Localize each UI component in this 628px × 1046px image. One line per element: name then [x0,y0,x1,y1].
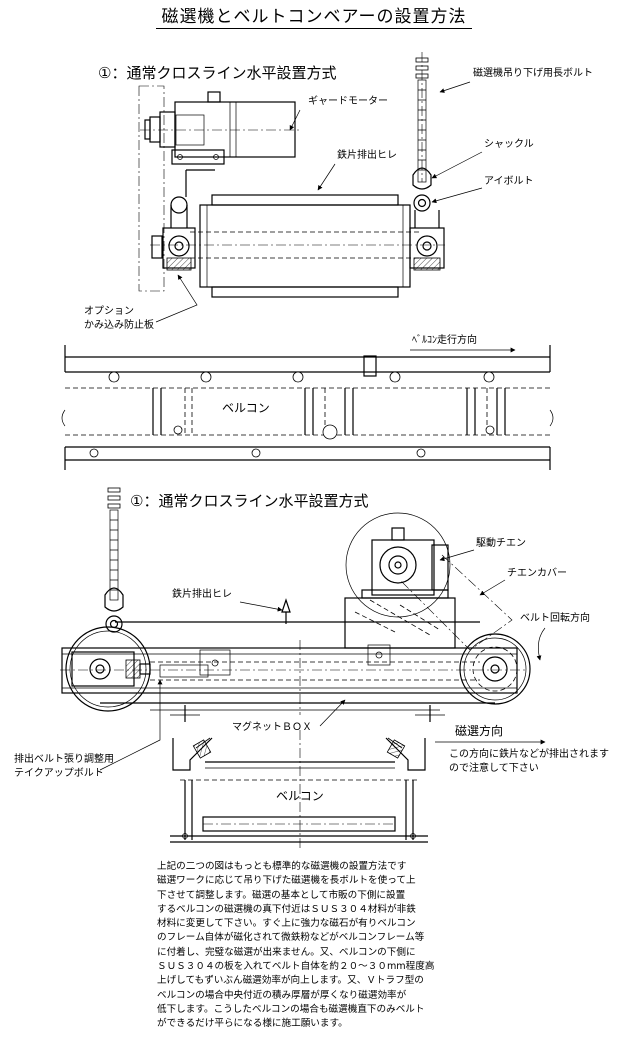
note-line: のフレーム自体が磁化されて微鉄粉などがベルコンフレーム等 [157,932,425,944]
takeup-label-2: テイクアップボルト [14,767,104,779]
option-label-2: かみ込み防止板 [84,318,154,331]
left-bearing-block [151,196,196,271]
motor-label: ギャードモーター [308,95,388,107]
magnet-box-label: マグネットＢＯＸ [232,720,312,733]
diagram-side-view: ①：通常クロスライン水平設置方式 [14,487,609,848]
note-line: 材料に変更して下さい。すぐ上に強力な磁石が有りベルコン [157,918,416,930]
hanging-bolt-assembly [412,52,432,212]
left-hanging-bolt [104,487,124,633]
belt-conveyor-plan [61,345,554,470]
diagram2-heading: ①：通常クロスライン水平設置方式 [130,492,368,510]
diagram-top-view: ①：通常クロスライン水平設置方式 [61,52,593,470]
conveyor-direction-label: ﾍﾞﾙｺﾝ走行方向 [412,333,477,346]
note-line: 磁選ワークに応じて吊り下げた磁選機を長ボルトを使って上 [157,875,416,887]
note-line: 上げしてもずいぶん磁選効率が向上します。又、Ｖトラフ型の [157,975,424,987]
left-drum [65,626,151,712]
magnet-drum [150,169,445,298]
note-line: に付着し、完璧な磁選が出来ません。又、ベルコンの下側に [157,946,416,958]
note-line: ベルコンの場合中央付近の積み厚層が厚くなり磁選効率が [157,989,407,1001]
takeup-label-1: 排出ベルト張り調整用 [14,752,114,765]
note-line: するベルコンの磁選機の真下付近はＳＵＳ３０４材料が非鉄 [157,903,416,915]
bolt-label: 磁選機吊り下げ用長ボルト [473,66,593,79]
chain-sprocket-circle [345,512,451,618]
note-line: ＳＵＳ３０４の板を入れてベルト自体を約２０～３０mm程度高 [157,961,435,973]
belt-conveyor-section [170,730,428,848]
separation-direction-label: 磁選方向 [455,723,503,738]
drive-motor [361,527,449,599]
discharge-note-1: この方向に鉄片などが排出されます [449,747,609,760]
page-title: 磁選機とベルトコンベアーの設置方法 [0,2,628,29]
chain-label: 駆動チエン [476,536,526,549]
diagram1-heading: ①：通常クロスライン水平設置方式 [98,64,336,82]
belt-direction-label: ベルト回転方向 [520,611,590,624]
conveyor-label-2: ベルコン [276,789,324,803]
chain-cover [399,554,513,651]
note-line: 下させて調整します。磁選の基本として市販の下側に設置 [157,889,406,901]
right-drum [459,633,531,705]
discharge-note-2: ので注意して下さい [449,761,539,774]
note-line: ができるだけ平らになる様に施工願います。 [157,1018,348,1030]
eyebolt-label: アイボルト [484,175,534,187]
installation-notes: 上記の二つの図はもっとも標準的な磁選機の設置方法です 磁選ワークに応じて吊り下げ… [157,860,487,1032]
note-line: 低下します。こうしたベルコンの場合も磁選機直下のみベルト [157,1003,425,1015]
gear-motor [140,91,300,165]
right-bearing-block [409,210,445,271]
note-line: 上記の二つの図はもっとも標準的な磁選機の設置方法です [157,861,407,872]
conveyor-label-1: ベルコン [222,401,270,415]
anti-jam-plate-outline [138,85,165,292]
mount-frame [344,597,456,649]
option-label-1: オプション [84,305,134,317]
fin-label-2: 鉄片排出ヒレ [172,587,232,600]
cover-label: チエンカバー [507,567,567,579]
shackle-label: シャックル [484,138,534,150]
fin-label-1: 鉄片排出ヒレ [337,148,397,161]
